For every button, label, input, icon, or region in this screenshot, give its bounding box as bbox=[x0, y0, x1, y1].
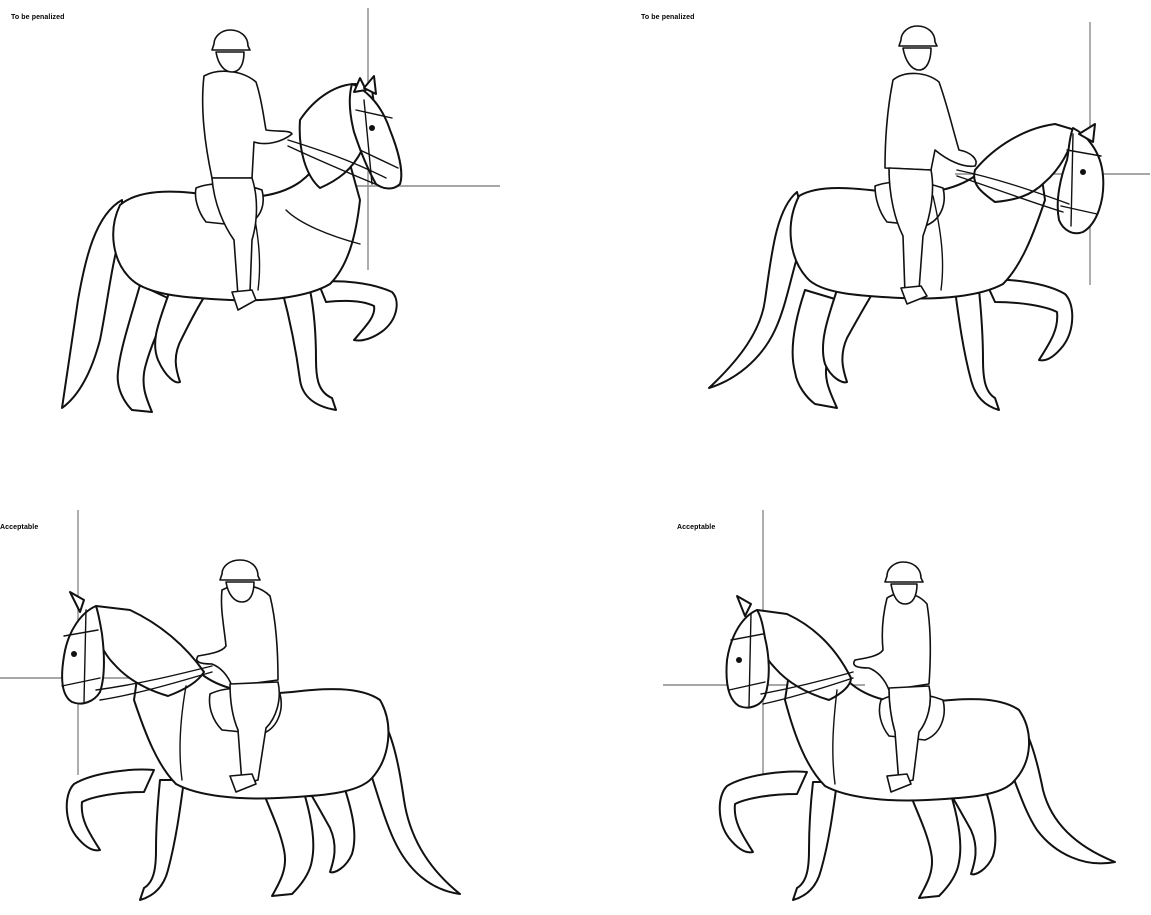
panel-bottom-left: Acceptable bbox=[0, 450, 560, 915]
horse-rider-drawing-penalized-1 bbox=[0, 0, 560, 440]
panel-top-right: To be penalized bbox=[575, 0, 1151, 440]
horse-rider-drawing-penalized-2 bbox=[575, 0, 1151, 440]
panel-bottom-right: Acceptable bbox=[575, 450, 1151, 915]
horse-rider-drawing-acceptable-2 bbox=[575, 450, 1151, 915]
panel-top-left: To be penalized bbox=[0, 0, 560, 440]
horse-rider-drawing-acceptable-1 bbox=[0, 450, 560, 915]
